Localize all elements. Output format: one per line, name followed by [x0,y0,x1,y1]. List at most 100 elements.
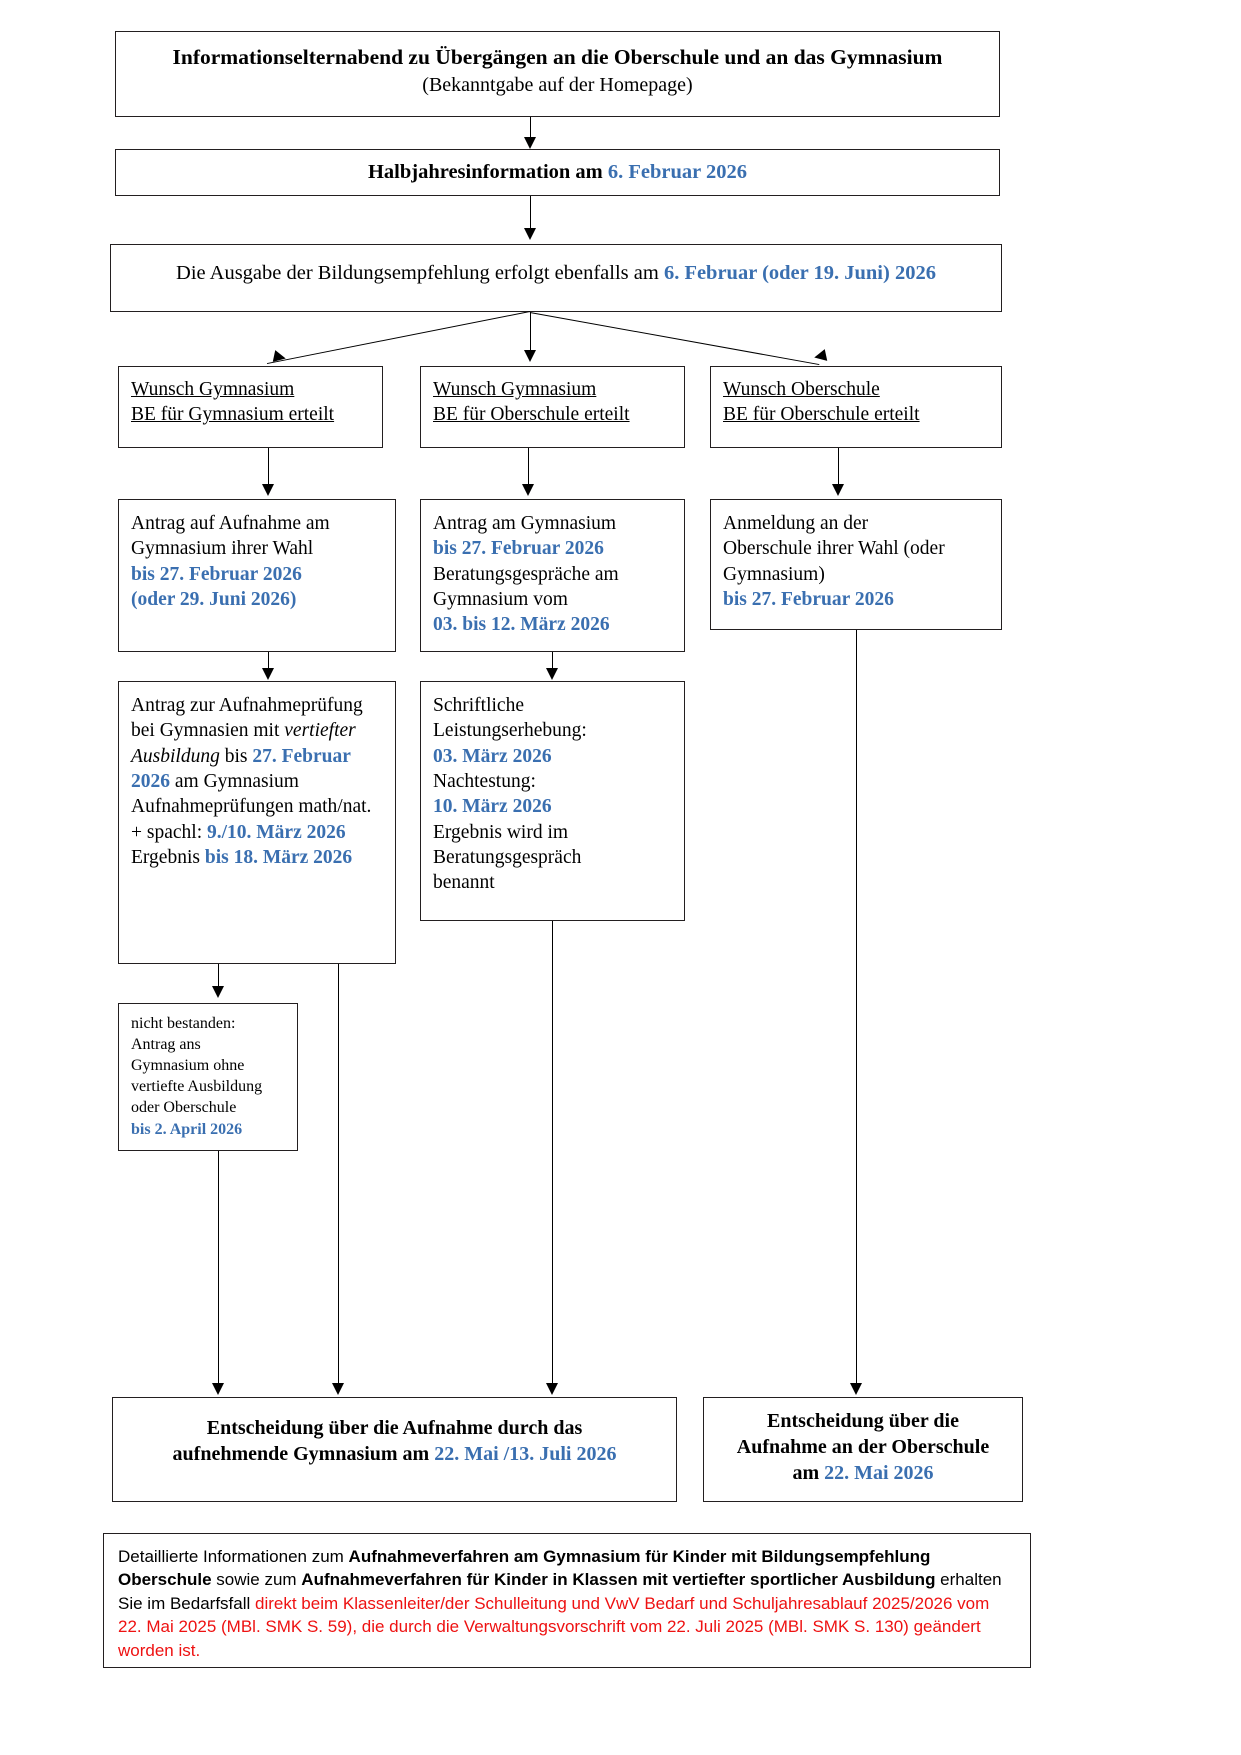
footer-s1: Detaillierte Informationen zum [118,1547,349,1566]
node-nicht-bestanden: nicht bestanden: Antrag ans Gymnasium oh… [118,1003,298,1151]
antrag-pruefung-date2: 9./10. März 2026 [206,821,346,843]
footer-s5: erhalten Sie im Bedarfsfall [118,1570,1002,1613]
leistung-l5: 10. März 2026 [433,796,552,818]
node-anmeldung-oberschule: Anmeldung an der Oberschule ihrer Wahl (… [710,499,1002,630]
be-date: 6. Februar (oder 19. Juni) 2026 [663,262,936,284]
leistung-l8: benannt [433,872,495,894]
connector-info-to-halbjahr [530,117,531,143]
footer-s3: sowie zum [211,1570,302,1590]
arrowhead-branch-b-down [522,484,534,496]
antrag-pruefung-date3: bis 18. März 2026 [204,847,353,869]
node-branch-wunsch-ober-be-ober: Wunsch Oberschule BE für Oberschule erte… [710,366,1002,448]
antrag-gym-l1: Antrag am Gymnasium [433,513,617,534]
antrag-gym-l3: Beratungsgespräche am [433,563,619,585]
nichtbestanden-l2: Antrag ans [131,1036,201,1054]
info-evening-line2: (Bekanntgabe auf der Homepage) [422,73,693,96]
branch-c-line1: Wunsch Oberschule [723,379,880,400]
node-entscheidung-gymnasium: Entscheidung über die Aufnahme durch das… [112,1397,677,1502]
nichtbestanden-l6: bis 2. April 2026 [131,1120,243,1138]
halbjahr-label: Halbjahresinformation am [367,161,608,183]
antrag-pruefung-italic: vertiefter Ausbildung [131,720,356,767]
connector-split-right [529,312,820,366]
arrowhead-antrag-aufnahme-down [262,668,274,680]
nichtbestanden-l4: vertiefte Ausbildung [131,1078,263,1096]
halbjahr-date: 6. Februar 2026 [607,161,748,183]
antrag-pruefung-date1: 27. Februar 2026 [131,745,351,793]
leistung-l3: 03. März 2026 [433,745,552,767]
anmeldung-l2: Oberschule ihrer Wahl (oder [723,538,945,560]
node-antrag-aufnahme: Antrag auf Aufnahme am Gymnasium ihrer W… [118,499,396,652]
connector-branch-a-down [268,448,269,490]
node-bildungsempfehlung: Die Ausgabe der Bildungsempfehlung erfol… [110,244,1002,312]
entscheidung-gym-l1: Entscheidung über die Aufnahme durch das [206,1417,583,1439]
anmeldung-l3: Gymnasium) [723,563,825,585]
arrowhead-split-left [272,350,287,365]
arrowhead-branch-c-down [832,484,844,496]
footer-s2: Aufnahmeverfahren am Gymnasium für Kinde… [118,1547,931,1590]
arrowhead-branch-a-down [262,484,274,496]
antrag-gym-l2: bis 27. Februar 2026 [433,538,604,560]
arrowhead-nichtbestanden-to-decision [212,1383,224,1395]
nichtbestanden-l1: nicht bestanden: [131,1015,236,1032]
node-antrag-gymnasium: Antrag am Gymnasium bis 27. Februar 2026… [420,499,685,652]
antrag-aufnahme-l4: (oder 29. Juni 2026) [131,589,297,611]
antrag-pruefung-p4: Ergebnis [131,847,205,869]
connector-branch-b-down [528,448,529,490]
node-info-evening: Informationselternabend zu Übergängen an… [115,31,1000,117]
entscheidung-gym-l2: aufnehmende Gymnasium am [172,1443,435,1465]
leistung-l1: Schriftliche [433,695,524,716]
antrag-gym-l4: Gymnasium vom [433,589,568,611]
branch-b-line1: Wunsch Gymnasium [433,379,597,400]
node-branch-wunsch-gym-be-ober: Wunsch Gymnasium BE für Oberschule ertei… [420,366,685,448]
footer-s4: Aufnahmeverfahren für Kinder in Klassen … [301,1570,936,1590]
node-footer-note: Detaillierte Informationen zum Aufnahmev… [103,1533,1031,1668]
connector-nichtbestanden-to-decision [218,1151,219,1391]
footer-s6-red: direkt beim Klassenleiter/der Schulleitu… [118,1593,990,1660]
node-branch-wunsch-gym-be-gym: Wunsch Gymnasium BE für Gymnasium erteil… [118,366,383,448]
entscheidung-ober-l1: Entscheidung über die [767,1410,959,1432]
arrowhead-halbjahr-to-be [524,228,536,240]
info-evening-line1: Informationselternabend zu Übergängen an… [172,45,943,69]
node-antrag-aufnahmepruefung: Antrag zur Aufnahmeprüfung bei Gymnasien… [118,681,396,964]
connector-branch-c-down [838,448,839,490]
arrowhead-info-to-halbjahr [524,137,536,149]
anmeldung-l4: bis 27. Februar 2026 [723,589,894,611]
arrowhead-antrag-gym-down [546,668,558,680]
leistung-l4: Nachtestung: [433,771,536,793]
branch-a-line1: Wunsch Gymnasium [131,379,295,400]
node-leistungserhebung: Schriftliche Leistungserhebung: 03. März… [420,681,685,921]
connector-pruefung-to-nichtbestanden [218,964,219,994]
arrowhead-pruefung-to-nichtbestanden [212,986,224,998]
connector-antrag-aufnahme-down [268,652,269,676]
nichtbestanden-l3: Gymnasium ohne [131,1057,245,1075]
be-label: Die Ausgabe der Bildungsempfehlung erfol… [176,262,664,284]
arrowhead-split-right [813,349,828,364]
entscheidung-ober-date: 22. Mai 2026 [824,1462,934,1484]
branch-b-line2: BE für Oberschule erteilt [433,404,630,426]
connector-antrag-gym-down [552,652,553,676]
entscheidung-gym-date: 22. Mai /13. Juli 2026 [434,1443,617,1465]
branch-a-line2: BE für Gymnasium erteilt [131,404,335,426]
antrag-aufnahme-l2: Gymnasium ihrer Wahl [131,538,314,560]
antrag-pruefung-p2: bis [219,745,253,767]
connector-halbjahr-to-be [530,196,531,234]
connector-split-center [530,312,531,356]
entscheidung-ober-l2: Aufnahme an der Oberschule [736,1436,990,1458]
branch-c-line2: BE für Oberschule erteilt [723,404,920,426]
leistung-l6: Ergebnis wird im [433,821,569,843]
anmeldung-l1: Anmeldung an der [723,513,869,534]
arrowhead-anmeldung-to-decision [850,1383,862,1395]
arrowhead-pruefung-to-decision [332,1383,344,1395]
leistung-l7: Beratungsgespräch [433,847,582,869]
leistung-l2: Leistungserhebung: [433,720,587,742]
connector-leistung-to-decision [552,921,553,1391]
antrag-pruefung-p1: Antrag zur Aufnahmeprüfung bei Gymnasien… [131,695,363,742]
nichtbestanden-l5: oder Oberschule [131,1099,237,1117]
arrowhead-split-center [524,350,536,362]
antrag-gym-l5: 03. bis 12. März 2026 [433,614,610,636]
entscheidung-ober-l3-before: am [792,1462,825,1484]
node-entscheidung-oberschule: Entscheidung über die Aufnahme an der Ob… [703,1397,1023,1502]
antrag-aufnahme-l1: Antrag auf Aufnahme am [131,513,330,534]
connector-split-left [266,311,530,365]
